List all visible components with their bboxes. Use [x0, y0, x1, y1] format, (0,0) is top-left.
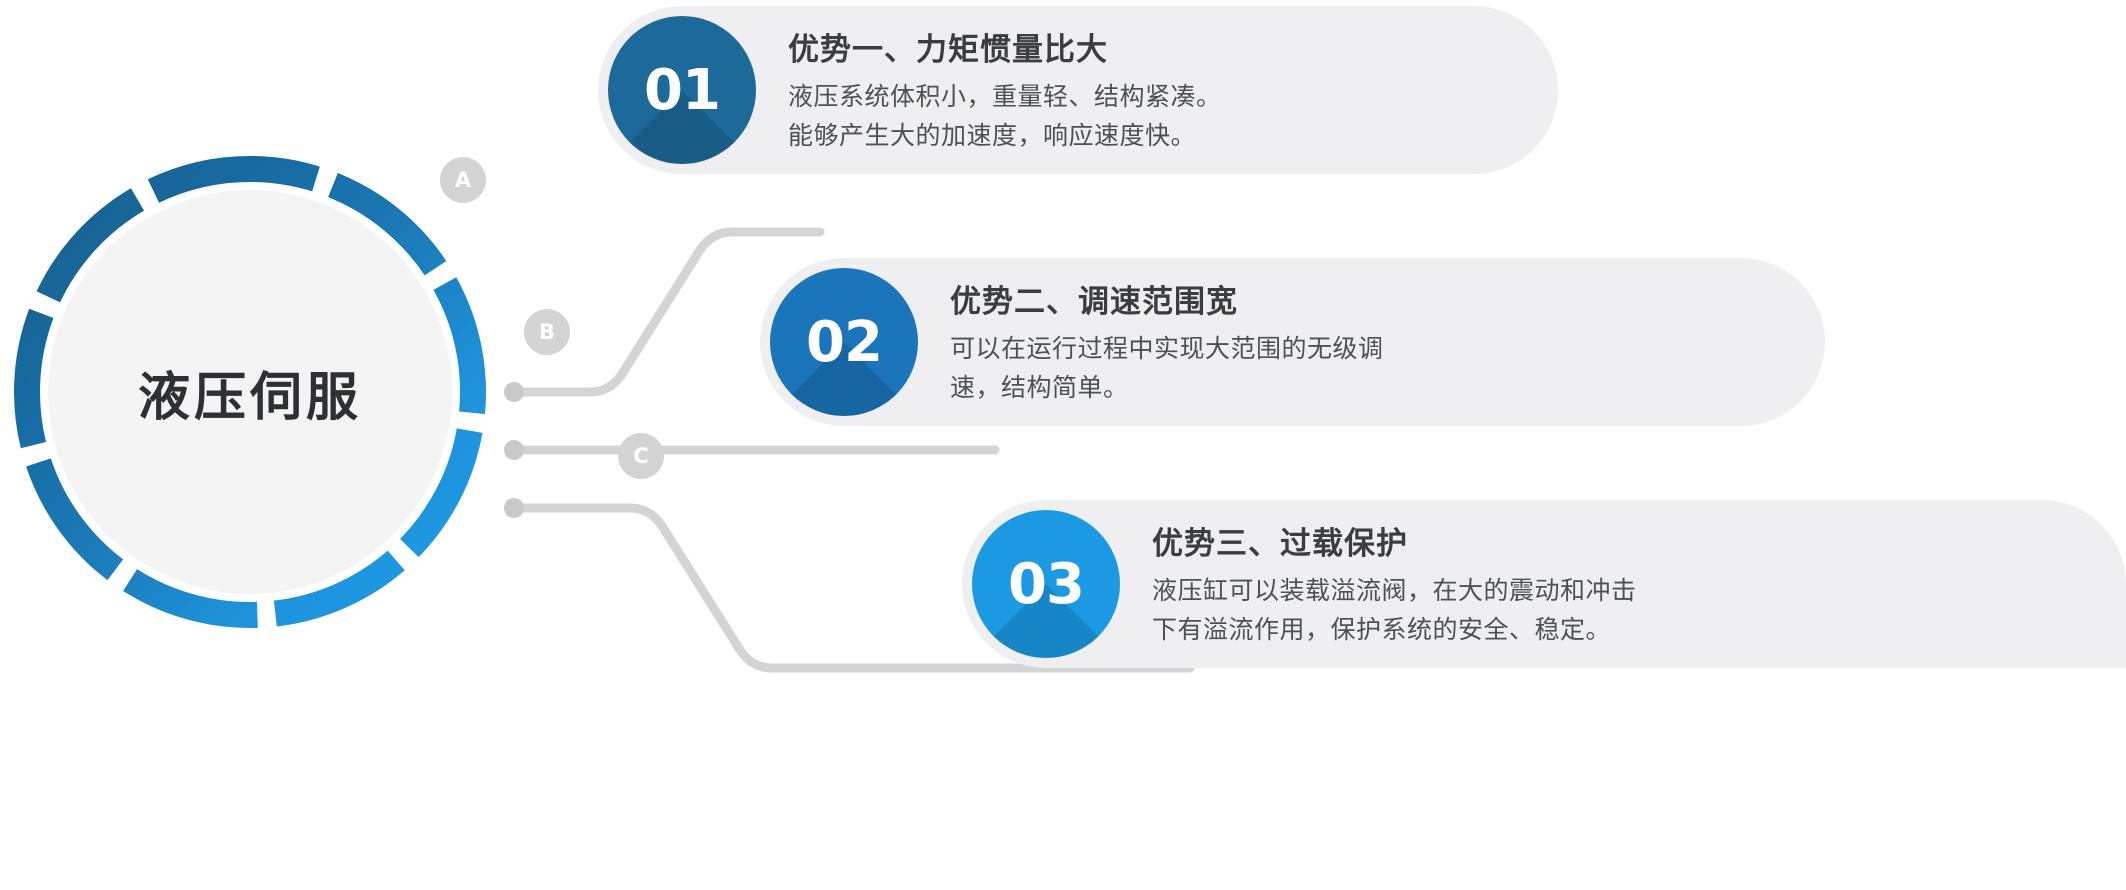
central-hub: 液压伺服 [10, 152, 490, 632]
advantage-line-3-2: 下有溢流作用，保护系统的安全、稳定。 [1152, 616, 1612, 644]
connector-dot-b [504, 440, 524, 460]
advantage-number-2: 02 [806, 309, 883, 375]
connector-marker-c: C [618, 433, 664, 479]
advantage-line-1-1: 液压系统体积小，重量轻、结构紧凑。 [788, 83, 1222, 111]
hub-inner-disc [48, 190, 452, 594]
advantage-card-3[interactable]: 03 优势三、过载保护 液压缸可以装载溢流阀，在大的震动和冲击 下有溢流作用，保… [962, 500, 2126, 668]
connector-dot-a [504, 382, 524, 402]
advantage-text-2: 优势二、调速范围宽 可以在运行过程中实现大范围的无级调 速，结构简单。 [918, 276, 1825, 408]
advantage-title-3: 优势三、过载保护 [1152, 526, 1408, 561]
advantage-title-2: 优势二、调速范围宽 [950, 284, 1238, 319]
dashed-ring-icon [14, 156, 486, 628]
advantage-title-1: 优势一、力矩惯量比大 [788, 32, 1108, 67]
advantage-number-3: 03 [1008, 551, 1085, 617]
connector-path-a [507, 227, 825, 397]
advantage-badge-2: 02 [770, 268, 918, 416]
hub-title: 液压伺服 [137, 368, 362, 427]
advantage-badge-1: 01 [608, 16, 756, 164]
advantage-number-1: 01 [644, 57, 721, 123]
advantage-text-3: 优势三、过载保护 液压缸可以装载溢流阀，在大的震动和冲击 下有溢流作用，保护系统… [1120, 518, 2126, 650]
advantage-card-2[interactable]: 02 优势二、调速范围宽 可以在运行过程中实现大范围的无级调 速，结构简单。 [760, 258, 1825, 426]
connector-path-c [507, 503, 1195, 673]
advantage-line-3-1: 液压缸可以装载溢流阀，在大的震动和冲击 [1152, 577, 1637, 605]
advantage-line-2-2: 速，结构简单。 [950, 374, 1129, 402]
advantage-card-1[interactable]: 01 优势一、力矩惯量比大 液压系统体积小，重量轻、结构紧凑。 能够产生大的加速… [598, 6, 1558, 174]
connector-dots [504, 382, 524, 518]
connector-dot-c [504, 498, 524, 518]
advantage-line-1-2: 能够产生大的加速度，响应速度快。 [788, 122, 1197, 150]
connector-marker-a: A [440, 157, 486, 203]
advantage-badge-3: 03 [972, 510, 1120, 658]
advantage-text-1: 优势一、力矩惯量比大 液压系统体积小，重量轻、结构紧凑。 能够产生大的加速度，响… [756, 24, 1558, 156]
advantage-line-2-1: 可以在运行过程中实现大范围的无级调 [950, 335, 1384, 363]
connector-marker-b: B [524, 309, 570, 355]
